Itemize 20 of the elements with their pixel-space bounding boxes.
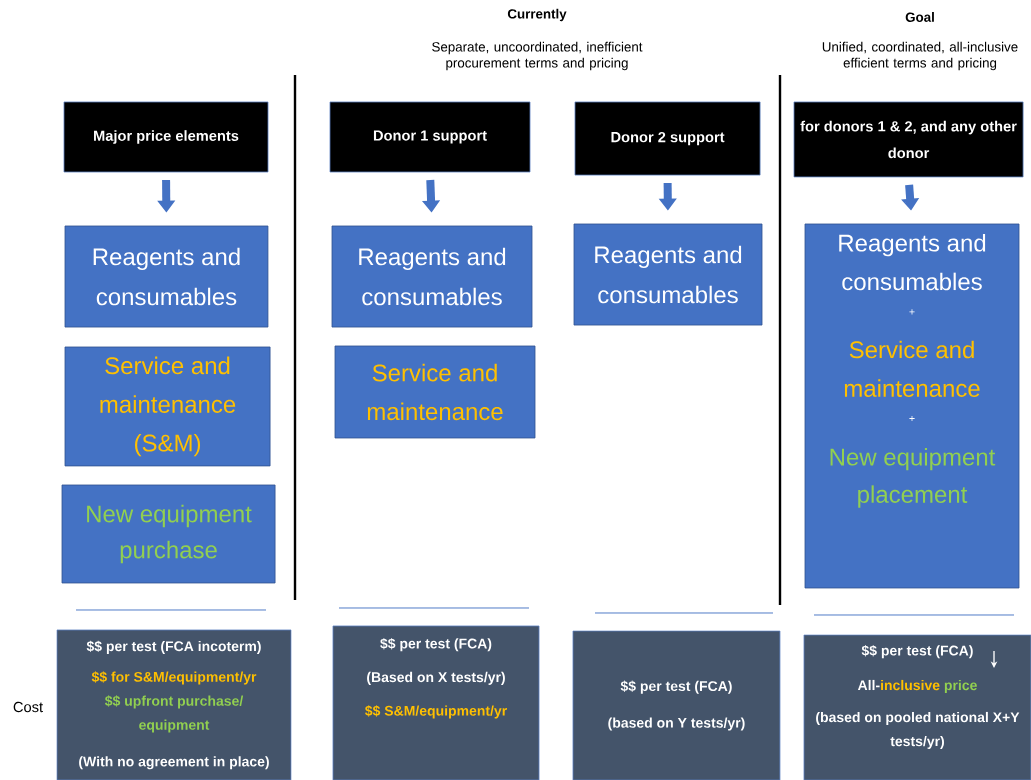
price-element-box: Reagents and consumables xyxy=(573,223,763,326)
header-box: for donors 1 & 2, and any other donor xyxy=(793,101,1024,178)
header-box: Major price elements xyxy=(63,101,269,173)
row-label: Cost xyxy=(13,701,43,713)
price-element-box: Reagents and consumables + Service and maintenance + New equipment placement xyxy=(804,223,1020,589)
header-box: Donor 2 support xyxy=(574,101,761,176)
column-description: Unified, coordinated, all-inclusive efficient terms and pricing xyxy=(822,41,1018,71)
cost-box: $$ per test (FCA) All-inclusive price (based on pooled national X+Y tests/yr) xyxy=(803,634,1031,780)
cost-box: $$ per test (FCA) (based on Y tests/yr) xyxy=(572,630,781,780)
price-element-box: Service and maintenance xyxy=(334,345,536,439)
price-element-box: New equipment purchase xyxy=(61,484,276,584)
column-description: Separate, uncoordinated, inefficient procurement terms and pricing xyxy=(432,41,643,71)
price-element-box: Service and maintenance (S&M) xyxy=(64,346,271,467)
header-box: Donor 1 support xyxy=(329,101,531,173)
column-heading: Goal xyxy=(905,12,934,22)
price-element-box: Reagents and consumables xyxy=(64,225,269,328)
price-element-box: Reagents and consumables xyxy=(331,225,533,328)
cost-box: $$ per test (FCA incoterm) $$ for S&M/equipment/yr $$ upfront purchase/ equipment (With no agreement in place) xyxy=(56,629,292,780)
cost-box: $$ per test (FCA) (Based on X tests/yr) $$ S&M/equipment/yr xyxy=(332,625,540,780)
column-heading: Currently xyxy=(507,8,567,22)
